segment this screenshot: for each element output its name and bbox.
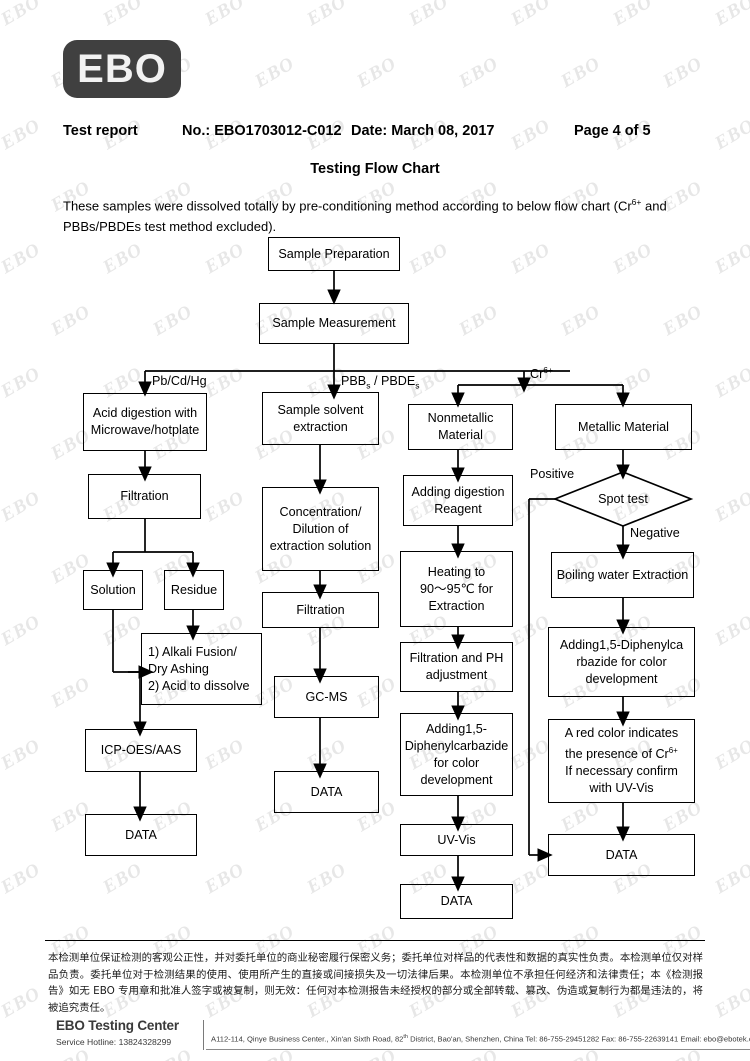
report-header: Test report No.: EBO1703012-C012 Date: M… (63, 123, 683, 143)
node-filtration-mid[interactable]: Filtration (262, 592, 379, 628)
intro-paragraph: These samples were dissolved totally by … (63, 192, 687, 237)
node-sample-measurement[interactable]: Sample Measurement (259, 303, 409, 344)
node-icp-oes-aas[interactable]: ICP-OES/AAS (85, 729, 197, 772)
node-alkali-fusion[interactable]: 1) Alkali Fusion/ Dry Ashing 2) Acid to … (141, 633, 262, 705)
service-hotline: Service Hotline: 13824328299 (56, 1037, 172, 1047)
edge-label-negative: Negative (630, 526, 680, 540)
page-title: Testing Flow Chart (310, 161, 440, 177)
red-color-line-4: with UV-Vis (589, 781, 654, 796)
node-acid-digestion[interactable]: Acid digestion with Microwave/hotplate (83, 393, 207, 451)
node-data-mid[interactable]: DATA (274, 771, 379, 813)
node-filtration-ph-adjustment[interactable]: Filtration and PH adjustment (400, 642, 513, 692)
node-adding-diphenylcarbazide-metallic[interactable]: Adding1,5-Diphenylca rbazide for color d… (548, 627, 695, 697)
metal-adding-line-2: rbazide for color (576, 654, 667, 669)
edge-label-pb-cd-hg: Pb/Cd/Hg (152, 374, 207, 388)
intro-line1-a: These samples were dissolved totally by … (63, 198, 632, 214)
report-number: No.: EBO1703012-C012 (182, 123, 342, 139)
node-data-left[interactable]: DATA (85, 814, 197, 856)
alkali-line-3: 2) Acid to dissolve (148, 678, 250, 693)
node-red-color-indicates[interactable]: A red color indicates the presence of Cr… (548, 719, 695, 803)
red-color-line-1: A red color indicates (564, 725, 679, 740)
ebo-logo: EBO (63, 40, 181, 98)
red-color-line-3: If necessary confirm (565, 764, 678, 779)
company-name: EBO Testing Center (56, 1018, 179, 1033)
footer-divider (45, 940, 705, 942)
node-gc-ms[interactable]: GC-MS (274, 676, 379, 718)
node-heating-extraction[interactable]: Heating to 90〜95℃ for Extraction (400, 551, 513, 627)
node-solution[interactable]: Solution (83, 570, 143, 610)
red-color-line-2: the presence of Cr6+ (565, 745, 678, 762)
node-data-metallic[interactable]: DATA (548, 834, 695, 876)
node-data-nonmetallic[interactable]: DATA (400, 884, 513, 919)
node-concentration-dilution[interactable]: Concentration/ Dilution of extraction so… (262, 487, 379, 571)
heating-line-2: 90〜95℃ for (420, 581, 493, 596)
logo-text: EBO (77, 46, 167, 91)
node-filtration-left[interactable]: Filtration (88, 474, 201, 519)
company-address: A112-114, Qinye Business Center., Xin'an… (211, 1034, 750, 1044)
node-nonmetallic-material[interactable]: Nonmetallic Material (408, 404, 513, 450)
page-number: Page 4 of 5 (574, 123, 651, 139)
footer-company-block: EBO Testing Center Service Hotline: 1382… (48, 1018, 750, 1056)
node-sample-solvent-extraction[interactable]: Sample solvent extraction (262, 392, 379, 445)
edge-label-positive: Positive (530, 467, 575, 481)
node-metallic-material[interactable]: Metallic Material (555, 404, 692, 450)
intro-line1-b: and (641, 198, 667, 214)
footer-underline (206, 1049, 750, 1050)
alkali-line-2: Dry Ashing (148, 661, 209, 676)
alkali-line-1: 1) Alkali Fusion/ (148, 644, 237, 659)
metal-adding-line-3: development (585, 671, 658, 686)
edge-label-pbbs-pbdes: PBBs / PBDEs (341, 374, 420, 391)
intro-cr-superscript: 6+ (631, 197, 642, 207)
node-spot-test-label[interactable]: Spot test (598, 492, 648, 506)
node-boiling-water-extraction[interactable]: Boiling water Extraction (551, 552, 694, 598)
node-adding-digestion-reagent[interactable]: Adding digestion Reagent (403, 475, 513, 526)
heating-line-3: Extraction (428, 598, 485, 613)
node-sample-preparation[interactable]: Sample Preparation (268, 237, 400, 271)
metal-adding-line-1: Adding1,5-Diphenylca (559, 637, 684, 652)
node-residue[interactable]: Residue (164, 570, 224, 610)
chinese-terms-text: 本检测单位保证检测的客观公正性，并对委托单位的商业秘密履行保密义务；委托单位对样… (48, 952, 703, 1014)
test-report-label: Test report (63, 123, 138, 139)
edge-label-cr6: Cr6+ (530, 365, 553, 382)
intro-line2: PBBs/PBDEs test method excluded). (63, 219, 277, 235)
footer-vertical-divider (203, 1020, 205, 1050)
node-adding-diphenylcarbazide[interactable]: Adding1,5-Diphenylcarbazide for color de… (400, 713, 513, 796)
node-uv-vis[interactable]: UV-Vis (400, 824, 513, 856)
report-date: Date: March 08, 2017 (351, 123, 495, 139)
heating-line-1: Heating to (427, 564, 486, 579)
